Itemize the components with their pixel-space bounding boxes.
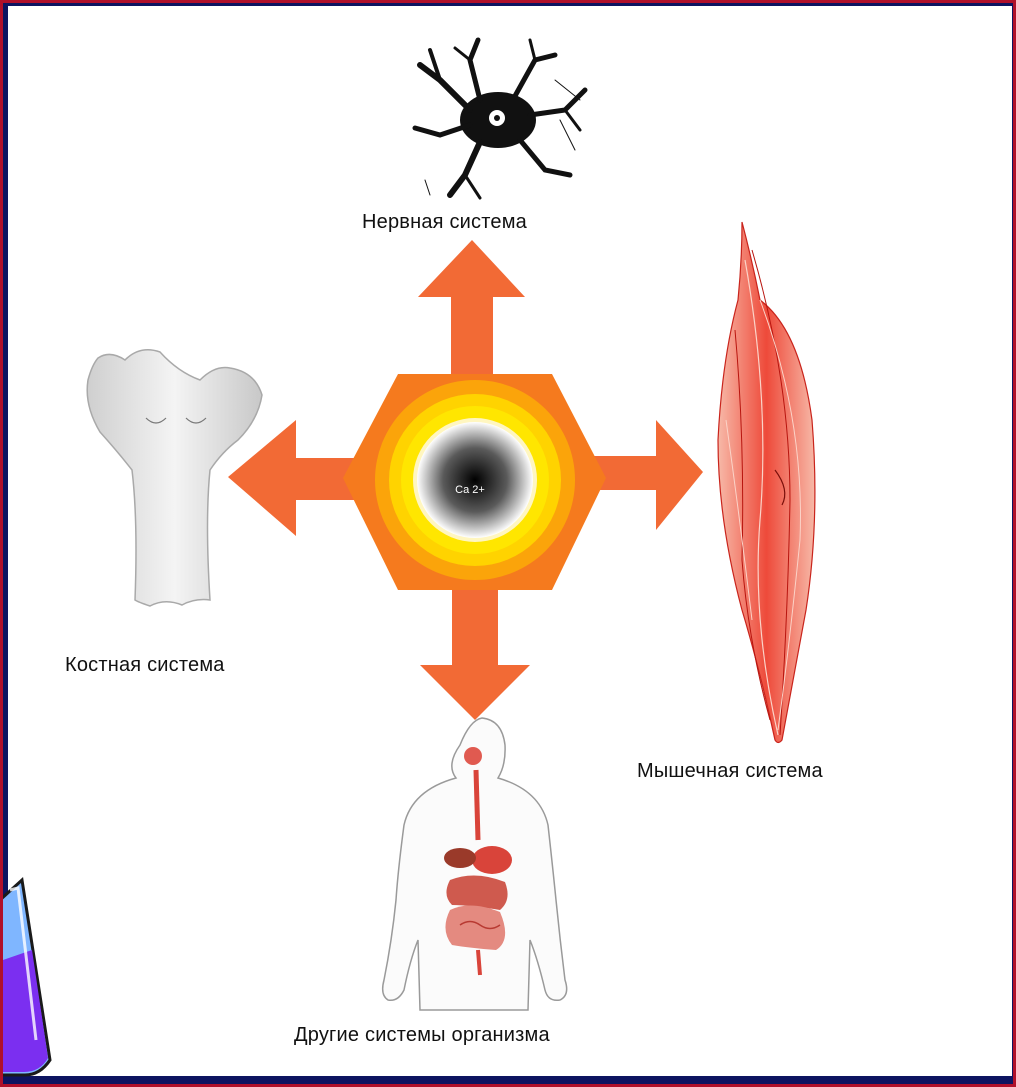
test-tube-icon <box>0 880 50 1075</box>
nervous-system-label: Нервная система <box>362 211 527 234</box>
calcium-label: Ca 2+ <box>455 484 485 496</box>
human-organs-icon <box>383 718 567 1010</box>
muscle-icon <box>718 222 815 743</box>
muscle-system-label: Мышечная система <box>637 760 823 783</box>
calcium-hexagon <box>343 374 606 590</box>
bone-system-label: Костная система <box>65 654 225 677</box>
other-systems-label: Другие системы организма <box>294 1024 550 1047</box>
arrow-up <box>418 240 525 380</box>
arrow-down <box>420 580 530 720</box>
neuron-icon <box>415 40 585 198</box>
